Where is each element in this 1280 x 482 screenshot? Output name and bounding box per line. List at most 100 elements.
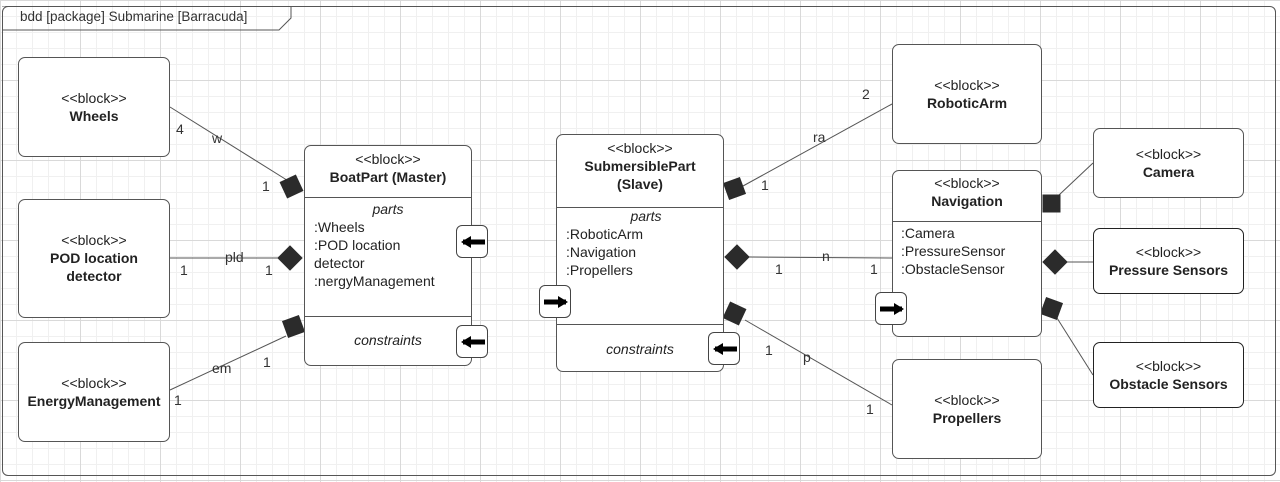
block-wheels[interactable]: <<block>> Wheels: [18, 57, 170, 157]
stereotype-label: <<block>>: [934, 175, 1000, 191]
block-header: <<block>> SubmersiblePart (Slave): [557, 135, 723, 208]
compartment-toggle-left-arrow[interactable]: [456, 225, 488, 258]
arrow-left-icon: [461, 236, 485, 248]
stereotype-label: <<block>>: [355, 151, 421, 167]
part-item: detector: [314, 255, 365, 271]
part-item: :POD location: [314, 237, 401, 253]
block-pressure-sensors[interactable]: <<block>> Pressure Sensors: [1093, 228, 1244, 294]
diamond-pressure: [1042, 249, 1068, 275]
block-propellers[interactable]: <<block>> Propellers: [892, 359, 1042, 459]
edge-obstacle: [1056, 317, 1094, 376]
frame-title: bdd [package] Submarine [Barracuda]: [20, 9, 248, 24]
block-boat-part[interactable]: <<block>> BoatPart (Master) parts :Wheel…: [304, 145, 472, 366]
block-name: Propellers: [932, 409, 1002, 426]
part-item: :Camera: [901, 225, 955, 241]
stereotype-label: <<block>>: [61, 232, 127, 248]
block-pod-location-detector[interactable]: <<block>> POD location detector: [18, 199, 170, 318]
role-label: n: [822, 248, 830, 264]
block-obstacle-sensors[interactable]: <<block>> Obstacle Sensors: [1093, 342, 1244, 408]
constraints-title: constraints: [606, 341, 674, 357]
stereotype-label: <<block>>: [1135, 357, 1202, 374]
part-item: :Propellers: [566, 262, 633, 278]
compartment-toggle-right-arrow[interactable]: [875, 292, 907, 325]
block-header: <<block>> BoatPart (Master): [305, 146, 471, 198]
block-name: Pressure Sensors: [1108, 261, 1229, 278]
multiplicity-label: 1: [174, 392, 182, 408]
role-label: p: [803, 349, 811, 365]
diamond-w: [279, 174, 304, 199]
stereotype-label: <<block>>: [607, 140, 673, 156]
multiplicity-label: 1: [263, 354, 271, 370]
multiplicity-label: 4: [176, 121, 184, 137]
block-name: Wheels: [69, 107, 119, 124]
multiplicity-label: 1: [866, 401, 874, 417]
multiplicity-label: 1: [180, 262, 188, 278]
block-name: SubmersiblePart (Slave): [584, 158, 696, 192]
compartment-toggle-right-arrow[interactable]: [539, 285, 571, 318]
block-name: POD location detector: [50, 250, 138, 284]
block-robotic-arm[interactable]: <<block>> RoboticArm: [892, 44, 1042, 144]
multiplicity-label: 1: [761, 177, 769, 193]
parts-compartment: :Camera :PressureSensor :ObstacleSensor: [893, 224, 1041, 278]
block-submersible-part[interactable]: <<block>> SubmersiblePart (Slave) parts …: [556, 134, 724, 372]
role-label: pld: [225, 249, 244, 265]
stereotype-label: <<block>>: [61, 89, 127, 106]
diamond-obstacle: [1039, 296, 1064, 321]
compartment-toggle-left-arrow[interactable]: [456, 325, 488, 358]
edge-camera: [1058, 162, 1094, 196]
block-camera[interactable]: <<block>> Camera: [1093, 128, 1244, 198]
block-name: RoboticArm: [926, 94, 1008, 111]
edge-em: [169, 335, 287, 391]
edge-p: [744, 319, 893, 406]
constraints-title: constraints: [354, 332, 422, 348]
multiplicity-label: 1: [265, 262, 273, 278]
part-item: :Navigation: [566, 244, 637, 260]
multiplicity-label: 1: [870, 261, 878, 277]
part-item: :RoboticArm: [566, 226, 644, 242]
arrow-right-icon: [544, 296, 568, 308]
stereotype-label: <<block>>: [1135, 145, 1202, 162]
role-label: em: [212, 360, 232, 376]
diagram-frame: [2, 6, 1276, 476]
parts-compartment: parts :Wheels :POD location detector :ne…: [305, 200, 471, 290]
arrow-left-icon: [713, 343, 737, 355]
compartment-toggle-left-arrow[interactable]: [708, 332, 740, 365]
constraints-divider: [305, 316, 471, 317]
stereotype-label: <<block>>: [61, 374, 127, 391]
parts-compartment: parts :RoboticArm :Navigation :Propeller…: [557, 207, 723, 279]
arrow-left-icon: [461, 336, 485, 348]
diamond-pld: [277, 245, 303, 271]
parts-list: :RoboticArm :Navigation :Propellers: [557, 225, 723, 279]
multiplicity-label: 1: [262, 178, 270, 194]
block-name: BoatPart (Master): [329, 169, 447, 185]
block-navigation[interactable]: <<block>> Navigation :Camera :PressureSe…: [892, 170, 1042, 337]
frame-tab: [2, 6, 292, 31]
part-item: :nergyManagement: [314, 273, 435, 289]
block-name: Navigation: [931, 193, 1003, 209]
diamond-camera: [1042, 194, 1061, 213]
edge-w: [169, 106, 291, 183]
parts-list: :Camera :PressureSensor :ObstacleSensor: [893, 224, 1041, 278]
part-item: :Wheels: [314, 219, 365, 235]
role-label: ra: [813, 129, 826, 145]
block-energy-management[interactable]: <<block>> EnergyManagement: [18, 342, 170, 442]
stereotype-label: <<block>>: [934, 76, 1000, 93]
diamond-n: [724, 244, 750, 270]
edge-ra: [742, 103, 893, 187]
part-item: :PressureSensor: [901, 243, 1006, 259]
role-label: w: [212, 130, 223, 146]
diamond-ra: [722, 176, 747, 201]
parts-title: parts: [630, 208, 662, 224]
diamond-em: [281, 314, 306, 339]
constraints-divider: [557, 324, 723, 325]
part-item: :ObstacleSensor: [901, 261, 1005, 277]
parts-title: parts: [372, 201, 404, 217]
multiplicity-label: 1: [775, 261, 783, 277]
block-header: <<block>> Navigation: [893, 171, 1041, 222]
edge-n: [748, 256, 893, 259]
multiplicity-label: 2: [862, 86, 870, 102]
diamond-p: [722, 301, 747, 326]
stereotype-label: <<block>>: [1135, 243, 1202, 260]
block-name: Camera: [1142, 163, 1195, 180]
